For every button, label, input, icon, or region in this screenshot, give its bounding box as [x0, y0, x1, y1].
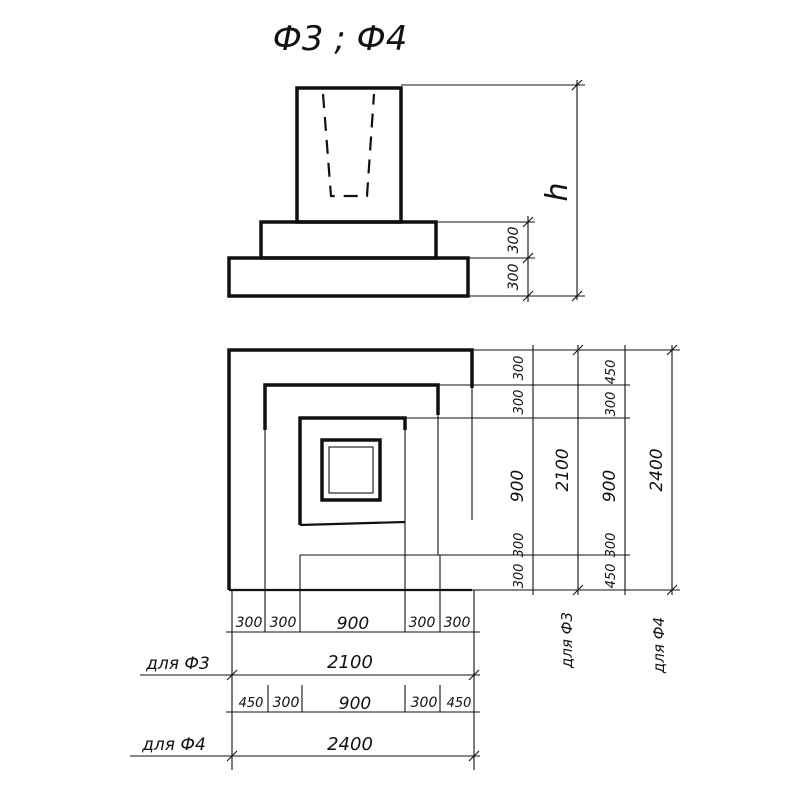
dim-f4-right-top2: 300	[604, 392, 619, 417]
dim-step-upper: 300	[506, 227, 522, 254]
tick	[468, 750, 480, 762]
caption-f3-bottom: для Ф3	[145, 654, 210, 674]
tick	[226, 750, 238, 762]
dim-f3-right-mid: 900	[508, 470, 528, 502]
plan-socket-outer	[320, 438, 382, 502]
column-body	[295, 86, 403, 224]
dim-f3-right-bot1: 300	[512, 533, 527, 558]
dim-f3-bottom-d2: 300	[270, 615, 297, 631]
tick	[522, 216, 534, 228]
dim-f3-bottom-d4: 300	[409, 615, 436, 631]
plan-column-outline	[298, 416, 407, 525]
drawing-title: Ф3 ; Ф4	[273, 19, 408, 59]
tick	[572, 584, 584, 596]
dim-f4-bottom-total: 2400	[327, 734, 373, 755]
tick	[571, 290, 583, 302]
dim-f3-bottom-total: 2100	[327, 652, 373, 673]
dim-f3-bottom-d5: 300	[444, 615, 471, 631]
caption-f4-right: для Ф4	[650, 617, 668, 674]
caption-f4-bottom: для Ф4	[141, 735, 206, 755]
dim-f3-bottom-d3: 900	[337, 614, 369, 634]
lower-step	[227, 256, 470, 298]
tick	[468, 669, 480, 681]
dim-f4-right-bot2: 450	[604, 564, 619, 589]
dim-f4-bottom-d1: 450	[239, 696, 264, 711]
tick	[666, 344, 678, 356]
dim-f4-bottom-d4: 300	[411, 695, 438, 711]
tick	[572, 344, 584, 356]
tick	[226, 669, 238, 681]
upper-step	[259, 220, 438, 260]
tick	[522, 290, 534, 302]
plan-column-bottom	[299, 520, 406, 527]
caption-f3-right: для Ф3	[558, 612, 576, 669]
dim-f4-right-mid: 900	[600, 470, 620, 502]
dim-height-label: h	[540, 182, 575, 201]
dim-f4-bottom-d3: 900	[339, 694, 371, 714]
elevation-view: 300 300 h	[227, 79, 585, 302]
tick	[571, 79, 583, 91]
dim-f3-right-top2: 300	[512, 390, 527, 415]
plan-mid-step	[263, 383, 440, 430]
plan-view: 300 300 900 300 300 2100 для Ф3 450 300 …	[130, 344, 680, 770]
dim-f4-bottom-d2: 300	[273, 695, 300, 711]
tick	[522, 252, 534, 264]
dim-f4-right-top1: 450	[604, 360, 619, 385]
dim-f4-right-bot1: 300	[604, 533, 619, 558]
dim-f3-bottom-d1: 300	[236, 615, 263, 631]
dim-f3-right-total: 2100	[553, 448, 573, 491]
dim-f3-right-top1: 300	[512, 356, 527, 381]
dim-step-lower: 300	[506, 264, 522, 291]
tick	[666, 584, 678, 596]
plan-socket-inner	[328, 446, 374, 494]
plan-outer-step	[227, 348, 474, 590]
dim-f4-bottom-d5: 450	[447, 696, 472, 711]
dim-f4-right-total: 2400	[647, 448, 667, 491]
socket-hidden-line	[321, 93, 376, 198]
dim-f3-right-bot2: 300	[512, 564, 527, 589]
